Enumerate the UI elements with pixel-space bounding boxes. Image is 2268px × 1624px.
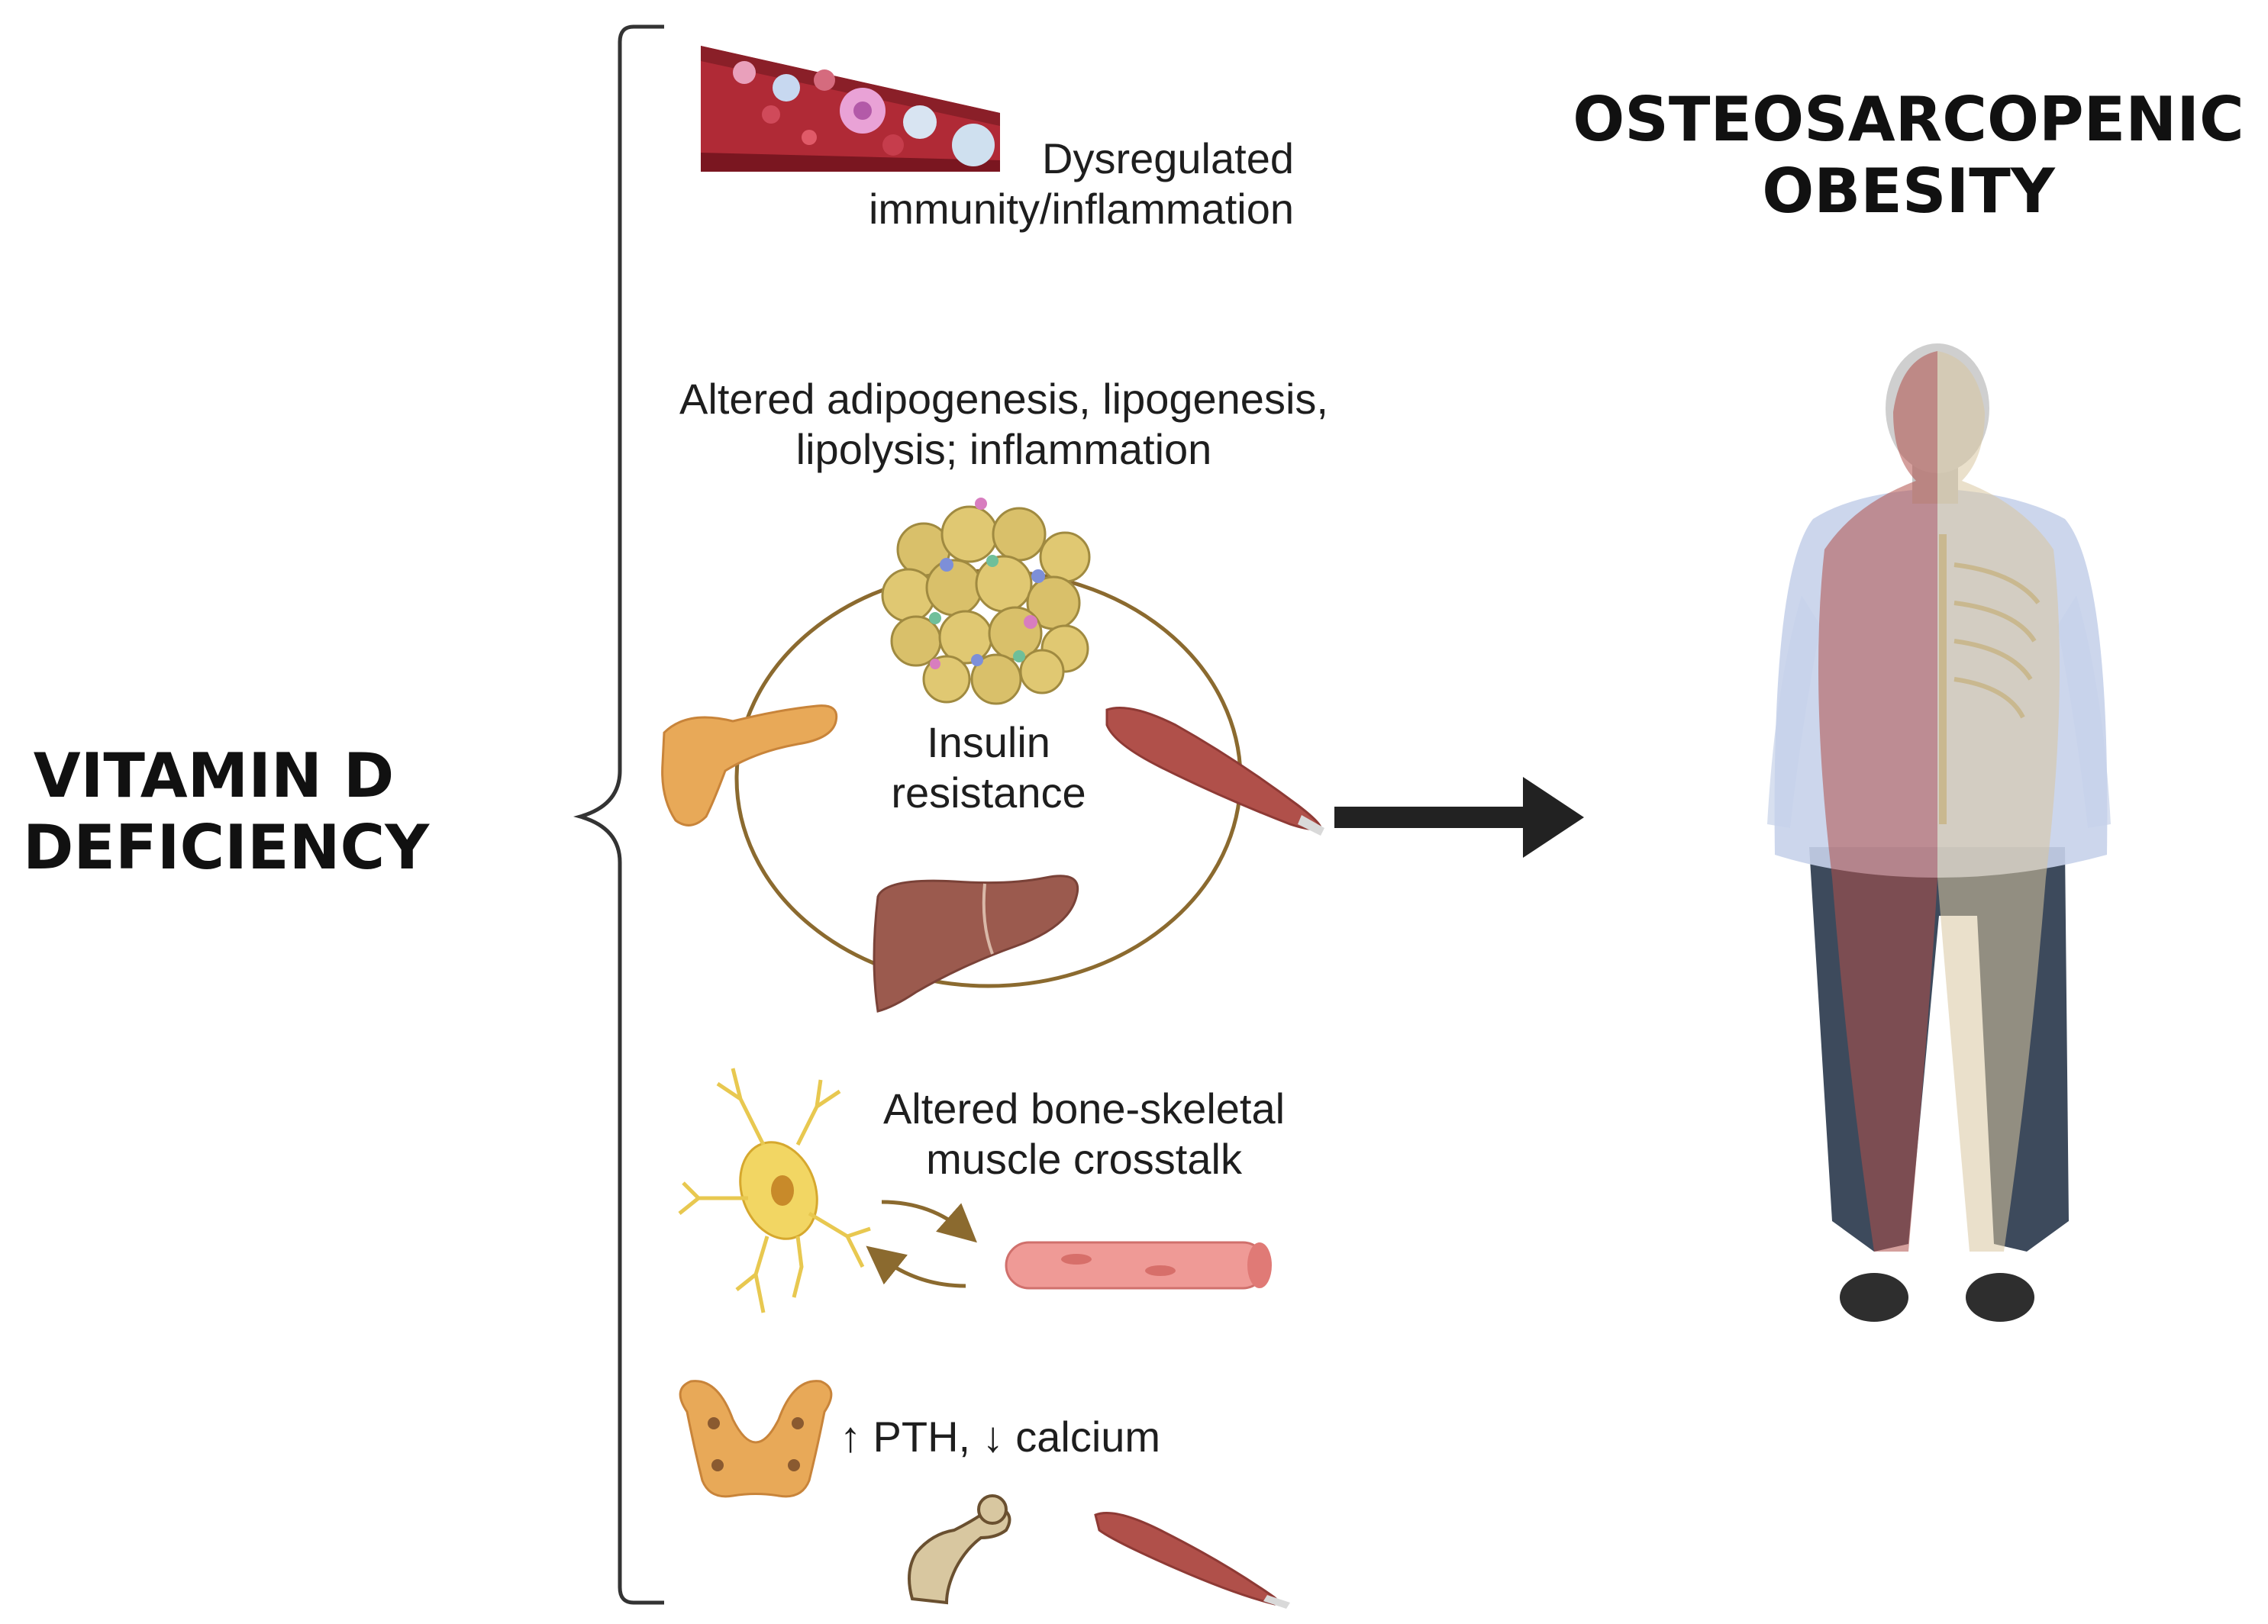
- immunity-label-line1: Dysregulated: [1042, 134, 1294, 182]
- muscle-icon-bottom: [1094, 1512, 1290, 1609]
- immunity-label: Dysregulated immunity/inflammation: [798, 134, 1294, 234]
- pancreas-icon: [661, 704, 838, 826]
- crosstalk-arrow-to-muscle: [881, 1200, 977, 1243]
- pth-label: ↑ PTH, ↓ calcium: [840, 1412, 1267, 1462]
- right-title-line2: OBESITY: [1762, 156, 2055, 227]
- adipose-label: Altered adipogenesis, lipogenesis, lipol…: [641, 374, 1366, 475]
- adipose-tissue-icon: [881, 498, 1091, 705]
- right-title: OSTEOSARCOPENIC OBESITY: [1557, 84, 2260, 227]
- crosstalk-label-line2: muscle crosstalk: [926, 1135, 1242, 1183]
- parathyroid-icon: [679, 1380, 833, 1498]
- right-title-line1: OSTEOSARCOPENIC: [1573, 84, 2244, 155]
- adipose-label-line2: lipolysis; inflammation: [795, 425, 1212, 473]
- adipose-label-line1: Altered adipogenesis, lipogenesis,: [679, 375, 1328, 423]
- muscle-fiber-icon: [1005, 1241, 1272, 1290]
- liver-icon: [873, 875, 1079, 1013]
- left-title: VITAMIN D DEFICIENCY: [23, 740, 430, 884]
- insulin-label: Insulin resistance: [855, 717, 1122, 818]
- pth-label-text: ↑ PTH, ↓ calcium: [840, 1413, 1161, 1461]
- crosstalk-label: Altered bone-skeletal muscle crosstalk: [817, 1084, 1351, 1184]
- curly-brace: [573, 24, 664, 1605]
- osteocyte-icon: [678, 1068, 871, 1313]
- blood-vessel-icon: [701, 46, 1000, 172]
- muscle-icon: [1105, 707, 1324, 836]
- human-body-icon: [1767, 343, 2111, 1322]
- insulin-label-line2: resistance: [891, 768, 1086, 817]
- femur-bone-icon: [908, 1494, 1011, 1605]
- insulin-label-line1: Insulin: [927, 718, 1050, 766]
- crosstalk-arrow-to-bone: [866, 1245, 966, 1288]
- crosstalk-label-line1: Altered bone-skeletal: [882, 1084, 1286, 1133]
- left-title-line2: DEFICIENCY: [23, 812, 430, 883]
- left-title-line1: VITAMIN D: [33, 740, 395, 811]
- main-arrow: [1334, 777, 1584, 858]
- immunity-label-line2: immunity/inflammation: [868, 185, 1294, 233]
